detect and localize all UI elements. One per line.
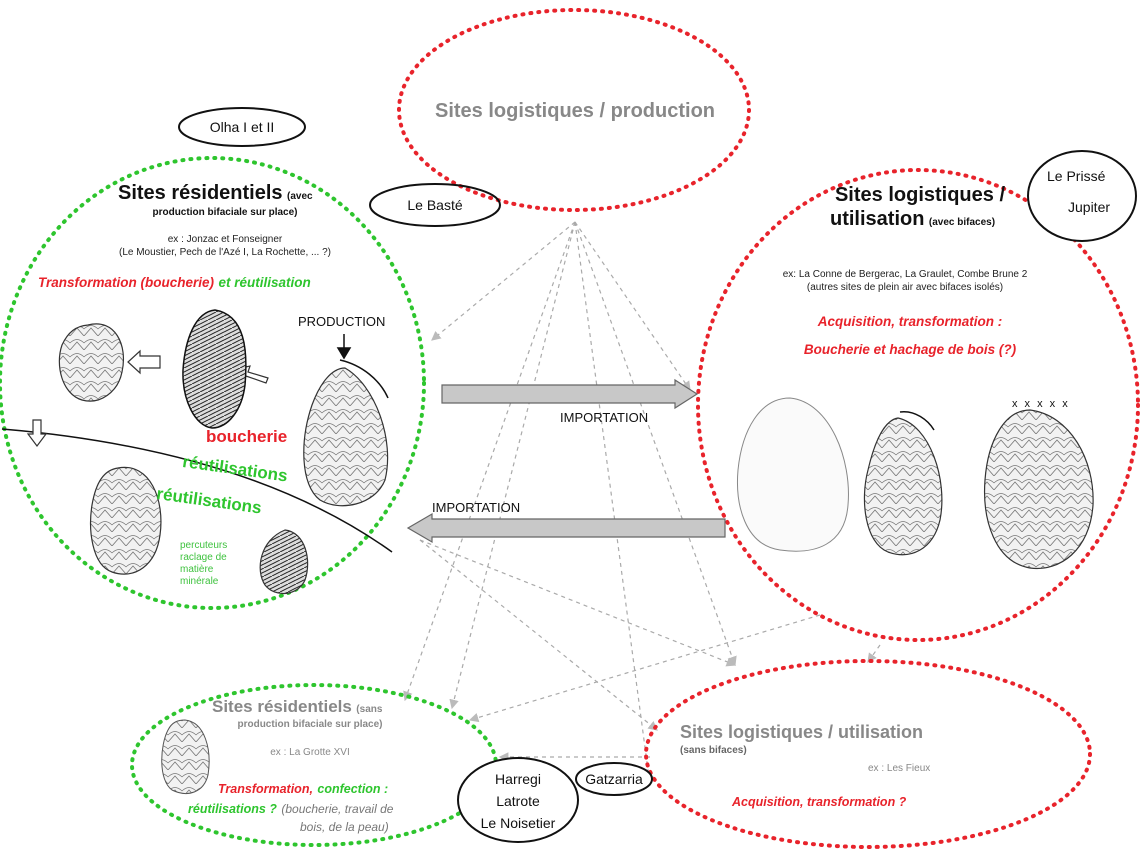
biface-illustration-9 — [161, 719, 210, 794]
ellipse-residential-with — [0, 156, 426, 610]
logistic-use-with-activity-2: Boucherie et hachage de bois (?) — [803, 342, 1017, 357]
site-label-gatzarria: Gatzarria — [585, 771, 643, 787]
importation-label-right: IMPORTATION — [560, 410, 649, 425]
residential-without-activity-1: Transformation, confection : — [218, 780, 388, 798]
logistic-use-without-activity: Acquisition, transformation ? — [732, 795, 907, 809]
separation-curve — [1, 428, 393, 553]
logistic-use-with-title-text: utilisation — [830, 208, 925, 230]
ellipse-logistic-production — [397, 8, 751, 212]
residential-with-title-note: (avec — [286, 191, 313, 202]
percuteurs-line-1: percuteurs — [180, 540, 228, 551]
site-label-prisse: Le Prissé — [1047, 168, 1106, 184]
percuteurs-note: percuteurs raclage de matière minérale — [180, 540, 227, 588]
logistic-use-with-title-note: (avec bifaces) — [928, 217, 996, 228]
residential-with-example-2: (Le Moustier, Pech de l'Azé I, La Rochet… — [118, 247, 332, 258]
site-label-jupiter: Jupiter — [1068, 199, 1111, 215]
percuteurs-line-4: minérale — [180, 576, 219, 587]
title-logistic-production: Sites logistiques / production — [434, 100, 716, 122]
residential-without-subtitle: production bifaciale sur place) — [237, 719, 383, 730]
activity-without-green-1: confection : — [317, 782, 389, 796]
site-label-noisetier: Le Noisetier — [480, 815, 556, 831]
logistic-use-with-example-2: (autres sites de plein air avec bifaces … — [806, 282, 1004, 293]
logistic-use-with-example-1: ex: La Conne de Bergerac, La Graulet, Co… — [782, 269, 1028, 280]
percuteurs-line-3: matière — [180, 564, 214, 575]
site-ellipse-prisse-jupiter — [1027, 150, 1137, 242]
biface-illustration-5 — [259, 529, 309, 594]
logistic-use-without-title: Sites logistiques / utilisation — [680, 722, 924, 742]
use-marks: x x x x x — [1012, 398, 1070, 410]
production-arrow-icon — [336, 334, 352, 360]
site-ellipse-olha — [178, 107, 306, 147]
flow-arrows — [26, 349, 269, 447]
residential-without-example: ex : La Grotte XVI — [270, 747, 350, 758]
site-ellipse-harregi — [457, 757, 579, 843]
residential-without-activity-2: réutilisations ? (boucherie, travail de — [188, 800, 393, 818]
connection-lines — [403, 221, 881, 787]
biface-illustration-1 — [58, 323, 124, 402]
activity-without-grey-1: (boucherie, travail de — [281, 802, 394, 816]
activity-without-red: Transformation, — [218, 782, 313, 796]
logistic-use-with-title-1: Sites logistiques / — [834, 184, 1006, 206]
activity-green-text: et réutilisation — [218, 275, 311, 290]
logistic-use-with-activity-1: Acquisition, transformation : — [817, 314, 1003, 329]
ellipse-logistic-use-without — [644, 659, 1092, 849]
residential-with-title: Sites résidentiels (avec — [118, 182, 313, 205]
logistic-use-without-example: ex : Les Fieux — [868, 763, 931, 774]
biface-drawings — [58, 309, 1094, 794]
biface-illustration-3 — [303, 367, 389, 507]
residential-without-title-note: (sans — [356, 704, 383, 715]
biface-illustration-7 — [863, 417, 943, 556]
biface-illustration-2 — [182, 309, 247, 429]
ellipse-logistic-use-with — [696, 168, 1140, 642]
residential-with-subtitle: production bifaciale sur place) — [152, 207, 298, 218]
residential-with-example-1: ex : Jonzac et Fonseigner — [167, 234, 283, 245]
biface-illustration-6 — [737, 397, 849, 552]
residential-with-activity: Transformation (boucherie) et réutilisat… — [38, 274, 311, 292]
site-label-baste: Le Basté — [407, 197, 463, 213]
site-ellipse-baste — [369, 183, 501, 227]
logistic-use-without-note: (sans bifaces) — [680, 745, 747, 756]
site-ellipse-gatzarria — [575, 762, 653, 796]
use-edge-mark-2 — [899, 411, 935, 431]
importation-arrow-left — [406, 512, 726, 544]
boucherie-label: boucherie — [206, 427, 288, 446]
production-label: PRODUCTION — [298, 314, 386, 329]
residential-with-title-text: Sites résidentiels — [118, 182, 283, 204]
activity-red-text: Transformation (boucherie) — [38, 275, 215, 290]
activity-without-green-2: réutilisations ? — [188, 802, 277, 816]
residential-without-title: Sites résidentiels (sans — [212, 697, 382, 717]
logistic-use-with-title-2: utilisation (avec bifaces) — [830, 208, 995, 231]
importation-label-left: IMPORTATION — [432, 500, 521, 515]
biface-illustration-4 — [90, 466, 162, 575]
residential-without-title-text: Sites résidentiels — [212, 697, 352, 716]
importation-arrow-right — [441, 378, 699, 410]
site-label-harregi: Harregi — [495, 771, 541, 787]
use-edge-mark — [339, 359, 389, 399]
percuteurs-line-2: raclage de — [180, 552, 227, 563]
site-label-olha: Olha I et II — [209, 119, 275, 135]
residential-without-activity-3: bois, de la peau) — [300, 820, 389, 834]
site-label-latrote: Latrote — [496, 793, 540, 809]
biface-illustration-8 — [983, 409, 1094, 570]
